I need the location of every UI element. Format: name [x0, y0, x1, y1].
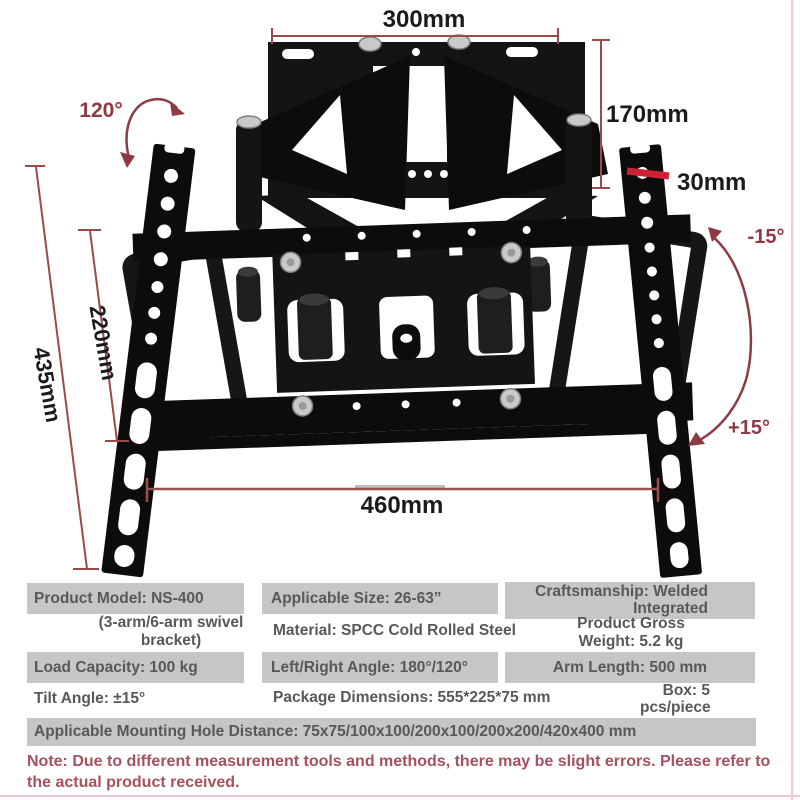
spec-applicable-size: Applicable Size: 26-63” [262, 583, 498, 614]
bar-hole-row [352, 398, 461, 411]
pivot-post-right [566, 118, 592, 230]
lower-arm-left [256, 194, 368, 236]
vesa-rail-left [101, 143, 196, 578]
cylinder-cap [478, 287, 509, 300]
arm-cutout [292, 95, 347, 174]
tilt-up-label: -15° [748, 226, 785, 248]
tv-frame [122, 214, 708, 452]
tilt-down-label: +15° [728, 417, 770, 439]
rail-slot [669, 542, 689, 569]
screw-icon [236, 115, 262, 129]
dimension-label-220: 220mm [84, 303, 122, 382]
screw-center [506, 394, 515, 403]
dimension-label-30: 30mm [677, 169, 746, 196]
swivel-angle-label: 120° [79, 99, 122, 122]
arm-cylinder-left [236, 269, 262, 322]
dimension-line-460 [145, 478, 660, 502]
spec-load-capacity: Load Capacity: 100 kg [27, 652, 244, 683]
mount-hole [412, 48, 420, 56]
rail-slot [129, 408, 152, 444]
dimension-line-220 [78, 229, 129, 442]
rail-slot [657, 410, 677, 445]
screw-center [507, 248, 516, 257]
dimension-label-170: 170mm [606, 101, 689, 128]
screw-center [286, 258, 295, 267]
rail-body [619, 144, 702, 578]
dimension-band-30 [626, 167, 670, 180]
arrowhead-icon [688, 432, 705, 446]
tilt-arc [697, 235, 753, 443]
bracket-diagram-canvas: 300mm 170mm 30mm 120° -15° +15° 435mm 22 [25, 6, 785, 578]
spec-box-quantity: Box: 5 pcs/piece [640, 682, 711, 716]
rail-slot [661, 454, 681, 489]
frame-bottom-bar [146, 382, 694, 440]
rail-slot [114, 545, 135, 568]
cylinder-cap [237, 266, 258, 277]
arm-cutout [507, 95, 562, 174]
spec-product-model-sub: (3-arm/6-arm swivel bracket) [98, 614, 244, 649]
dimension-shadow [355, 485, 445, 490]
rail-slot [652, 366, 673, 401]
bar-hole-row [302, 226, 531, 242]
arrowhead-icon [120, 152, 135, 168]
rail-hole-pattern [145, 168, 179, 345]
arrowhead-icon [708, 227, 722, 242]
pivot-post-left [236, 120, 262, 232]
frame-bottom-lip [157, 420, 684, 452]
spec-tilt-angle: Tilt Angle: ±15° [34, 690, 146, 707]
cylinder-cap [527, 256, 548, 267]
spec-product-model: Product Model: NS-400 [27, 583, 244, 614]
screw-center [298, 401, 307, 410]
cylinder-cap [298, 293, 329, 306]
screw-icon [447, 34, 471, 50]
rail-slot [123, 453, 146, 490]
dimension-line-300 [271, 28, 559, 44]
screw-icon [566, 113, 592, 127]
pivot-posts [236, 113, 592, 232]
slot-cylinder [476, 290, 513, 354]
mount-hole [408, 170, 416, 178]
mount-slot [506, 47, 538, 57]
slot-cylinder [297, 297, 333, 360]
mount-hole [424, 170, 432, 178]
rail-slot [134, 362, 157, 399]
rail-slot [665, 498, 686, 533]
arrowhead-icon [170, 102, 185, 116]
rail-notch [164, 143, 185, 154]
mount-hole [440, 170, 448, 178]
dimension-label-460: 460mm [361, 492, 444, 519]
arm-cylinder-right [525, 259, 552, 312]
spec-mounting-holes: Applicable Mounting Hole Distance: 75x75… [27, 718, 756, 746]
vesa-rail-right [619, 143, 702, 578]
dimension-line-170 [592, 39, 610, 189]
spec-package-dimensions: Package Dimensions: 555*225*75 mm [273, 689, 551, 706]
plate-hole-row [345, 247, 463, 261]
plate-screws [279, 241, 523, 417]
screw-icon [358, 36, 382, 52]
rail-body [101, 143, 196, 578]
frame-border-bottom [0, 795, 800, 797]
spec-left-right-angle: Left/Right Angle: 180°/120° [262, 652, 498, 683]
frame-border-right [791, 0, 793, 800]
dimension-label-300: 300mm [383, 6, 466, 33]
rail-notch [630, 143, 651, 154]
spec-gross-weight: Product Gross Weight: 5.2 kg [577, 615, 685, 650]
spec-craftsmanship: Craftsmanship: Welded Integrated [505, 582, 755, 619]
measurement-note: Note: Due to different measurement tools… [27, 753, 771, 791]
spec-material: Material: SPCC Cold Rolled Steel [273, 622, 516, 639]
dimension-annotations: 300mm 170mm 30mm 120° -15° +15° 435mm 22 [25, 6, 785, 570]
rail-slot [118, 499, 141, 536]
keyhole [400, 333, 413, 343]
spec-arm-length: Arm Length: 500 mm [505, 652, 755, 683]
frame-top-bar [132, 214, 692, 262]
dimension-line-435 [25, 165, 99, 570]
mount-slot [282, 49, 314, 59]
